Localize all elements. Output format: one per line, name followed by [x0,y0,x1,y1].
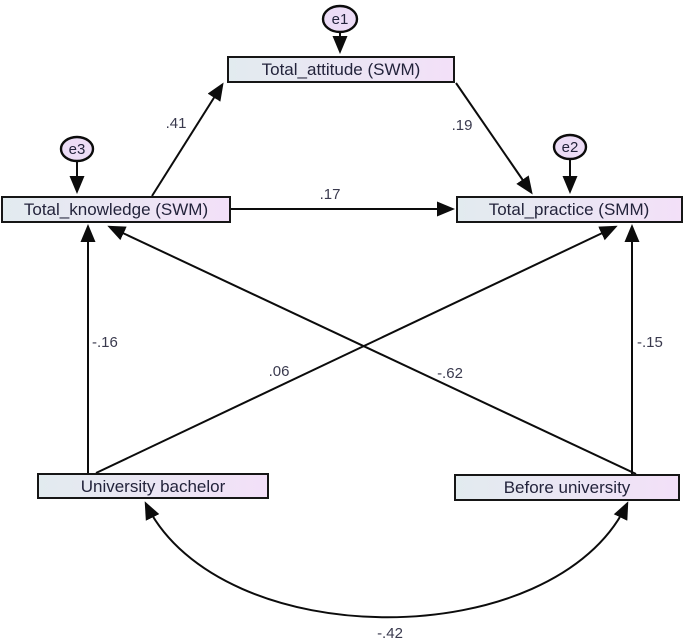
error-term-e3: e3 [59,135,95,163]
coef-knowledge-attitude: .41 [166,115,187,132]
arrow-knowledge-to-attitude [151,82,224,197]
node-total-knowledge: Total_knowledge (SWM) [1,196,231,223]
total-knowledge-label: Total_knowledge (SWM) [24,200,208,219]
e1-ellipse [321,4,359,34]
e2-ellipse [552,133,588,161]
coef-attitude-practice: .19 [452,117,473,134]
before-university-label: Before university [504,478,631,497]
e2-label: e2 [562,139,579,156]
total-attitude-box [227,56,455,83]
node-total-attitude: Total_attitude (SWM) [227,56,455,83]
node-total-practice: Total_practice (SMM) [456,196,683,223]
university-bachelor-label: University bachelor [81,477,226,496]
coef-bachelor-practice: .06 [269,363,290,380]
university-bachelor-box [37,473,269,499]
e3-ellipse [59,135,95,163]
node-university-bachelor: University bachelor [37,473,269,499]
total-attitude-label: Total_attitude (SWM) [262,60,421,79]
covariance-arc-bachelor-before [144,501,629,619]
arrow-attitude-to-practice [455,82,533,195]
coef-knowledge-practice: .17 [320,186,341,203]
arrow-bachelor-to-practice [95,225,618,474]
total-practice-label: Total_practice (SMM) [489,200,650,219]
e3-label: e3 [69,141,86,158]
total-practice-box [456,196,683,223]
e1-label: e1 [332,11,349,28]
before-university-box [454,474,680,501]
coef-bachelor-knowledge: -.16 [92,334,118,351]
node-before-university: Before university [454,474,680,501]
coef-before-knowledge: -.62 [437,365,463,382]
error-term-e2: e2 [552,133,588,161]
arrow-before-to-knowledge [107,225,637,475]
coef-bachelor-before-covariance: -.42 [377,625,403,642]
error-term-e1: e1 [321,4,359,34]
total-knowledge-box [1,196,231,223]
coef-before-practice: -.15 [637,334,663,351]
